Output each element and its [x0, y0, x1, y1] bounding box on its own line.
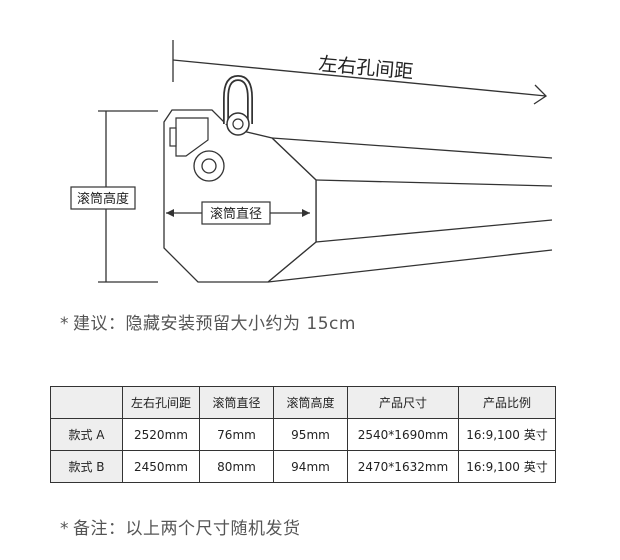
roller-height-label-box: [70, 186, 136, 210]
install-note-text: 建议：隐藏安装预留大小约为 15cm: [73, 314, 356, 334]
roller-dimension-diagram: 左右孔间距 滚筒高度 滚筒直径: [70, 40, 553, 283]
table-cell: 95mm: [273, 418, 348, 451]
table-row: 款式 B 2450mm 80mm 94mm 2470*1632mm 16:9,1…: [50, 450, 556, 483]
table-header-row: 左右孔间距 滚筒直径 滚筒高度 产品尺寸 产品比例: [50, 386, 556, 419]
table-header-cell: 产品比例: [458, 386, 556, 419]
roller-diameter-label: 滚筒直径: [210, 206, 262, 222]
spec-table: 左右孔间距 滚筒直径 滚筒高度 产品尺寸 产品比例 款式 A 2520mm 76…: [50, 386, 556, 483]
note-asterisk: *: [60, 519, 69, 539]
table-cell: 2540*1690mm: [347, 418, 459, 451]
table-header-cell: 滚筒直径: [199, 386, 274, 419]
remark-note: *备注：以上两个尺寸随机发货: [60, 514, 301, 539]
table-header-cell: 滚筒高度: [273, 386, 348, 419]
table-cell: 16:9,100 英寸: [458, 450, 556, 483]
table-cell: 2520mm: [122, 418, 200, 451]
end-cap-slot: [175, 117, 209, 157]
table-cell: 款式 A: [50, 418, 123, 451]
hanging-hook: [223, 74, 253, 136]
end-cap-notch: [169, 127, 177, 147]
table-cell: 款式 B: [50, 450, 123, 483]
mounting-knob: [193, 150, 225, 182]
table-cell: 80mm: [199, 450, 274, 483]
roller-height-label: 滚筒高度: [77, 191, 129, 207]
table-cell: 16:9,100 英寸: [458, 418, 556, 451]
table-row: 款式 A 2520mm 76mm 95mm 2540*1690mm 16:9,1…: [50, 418, 556, 451]
table-header-cell: [50, 386, 123, 419]
hole-distance-arrow: [172, 40, 548, 105]
table-cell: 2470*1632mm: [347, 450, 459, 483]
table-cell: 2450mm: [122, 450, 200, 483]
roller-diameter-label-box: [201, 201, 271, 225]
table-cell: 76mm: [199, 418, 274, 451]
roller-end-cap: [163, 109, 317, 283]
table-header-cell: 左右孔间距: [122, 386, 200, 419]
table-cell: 94mm: [273, 450, 348, 483]
roller-diameter-dimension: [166, 209, 310, 217]
hole-distance-label: 左右孔间距: [318, 53, 415, 83]
table-header-cell: 产品尺寸: [347, 386, 459, 419]
note-asterisk: *: [60, 314, 69, 334]
install-note: *建议：隐藏安装预留大小约为 15cm: [60, 309, 356, 334]
remark-note-text: 备注：以上两个尺寸随机发货: [73, 519, 301, 539]
